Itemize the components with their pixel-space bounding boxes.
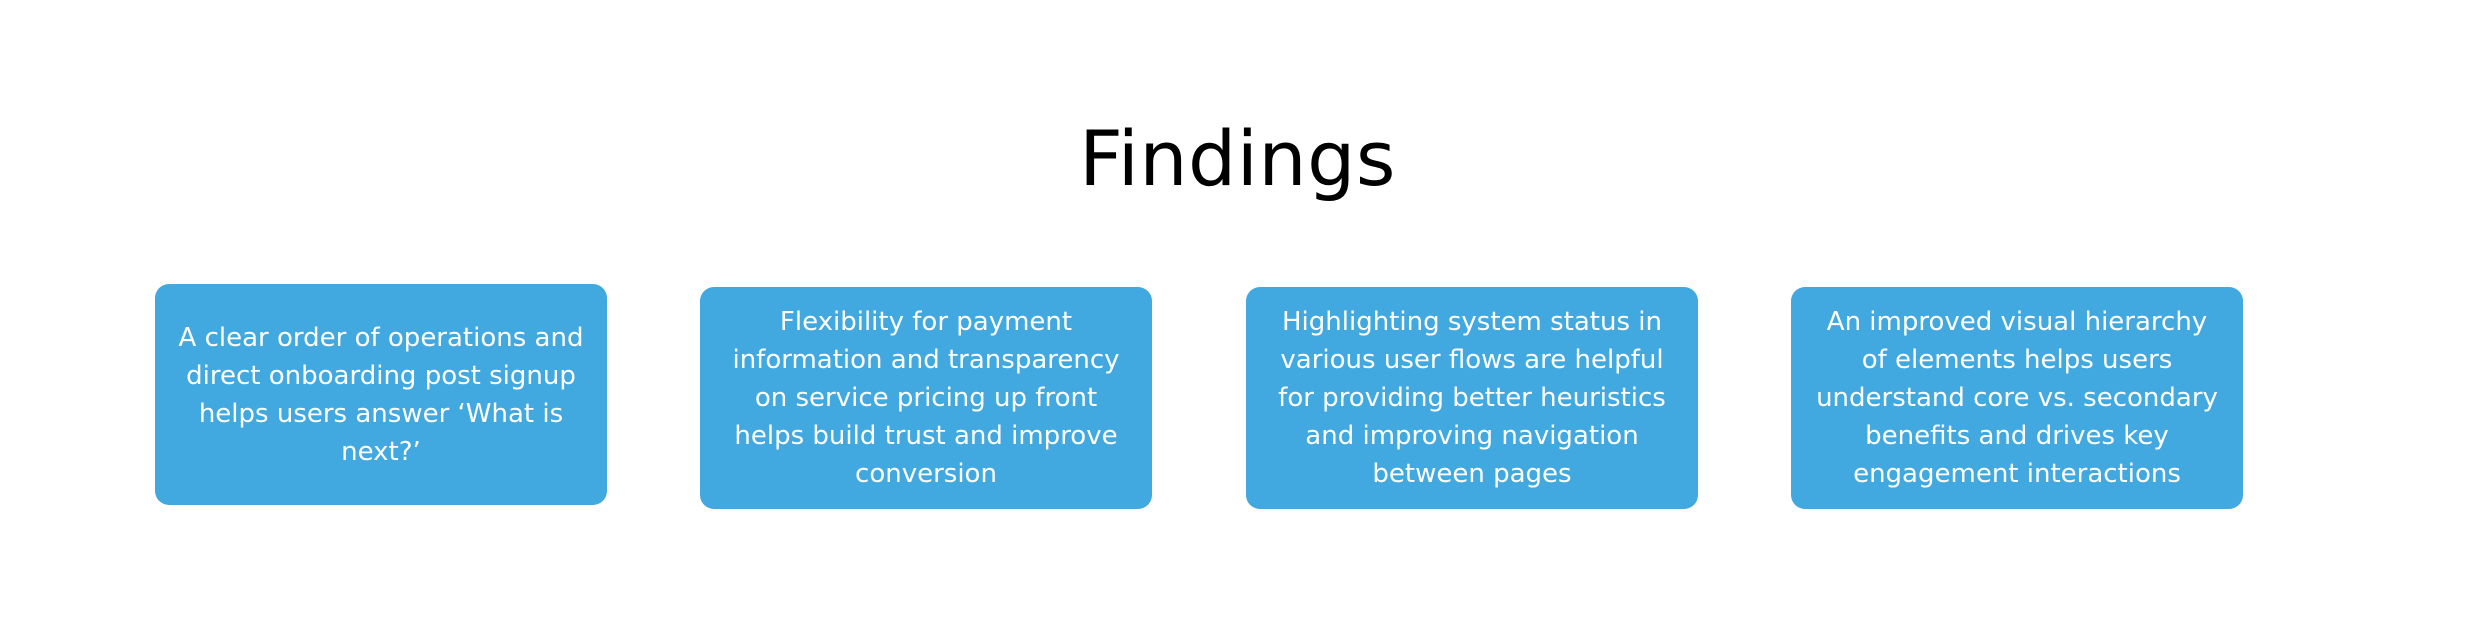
finding-card: An improved visual hierarchy of elements… <box>1791 287 2243 509</box>
finding-card: Highlighting system status in various us… <box>1246 287 1698 509</box>
finding-card-text: Flexibility for payment information and … <box>732 307 1120 489</box>
finding-card: A clear order of operations and direct o… <box>155 284 607 505</box>
finding-card-text: Highlighting system status in various us… <box>1278 307 1666 489</box>
finding-card-text: A clear order of operations and direct o… <box>178 322 584 467</box>
finding-card-text: An improved visual hierarchy of elements… <box>1816 307 2218 489</box>
finding-card: Flexibility for payment information and … <box>700 287 1152 509</box>
page-title: Findings <box>1079 114 1396 203</box>
